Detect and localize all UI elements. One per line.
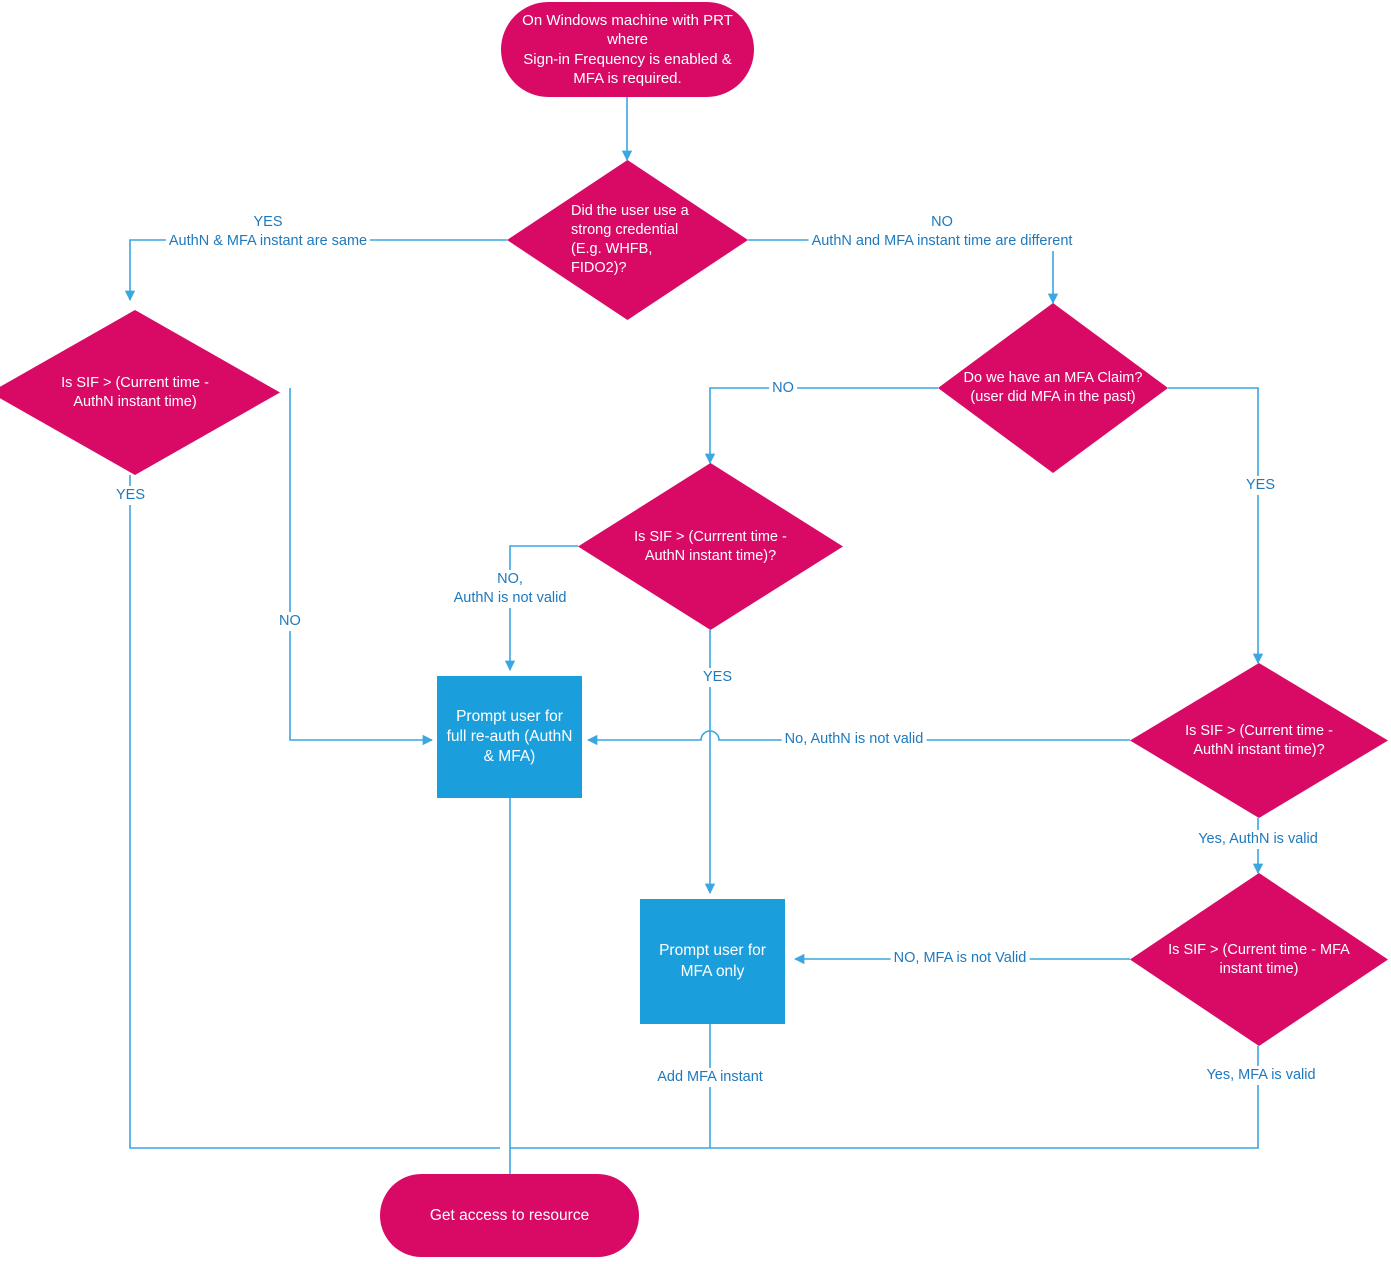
edge-mfa-claim-no-to-middle-sif	[704, 387, 938, 465]
label-right-yes-mfa-valid: Yes, MFA is valid	[1203, 1066, 1319, 1085]
edge-strong-yes-to-left-sif	[124, 239, 507, 302]
diamond-shape	[1130, 873, 1388, 1046]
node-prompt-mfa-only[interactable]: Prompt user for MFA only	[640, 899, 785, 1024]
label-right-no-mfa-not-valid: NO, MFA is not Valid	[890, 949, 1030, 968]
diamond-shape	[578, 463, 843, 630]
node-sif-authn-middle[interactable]: Is SIF > (Currrent time - AuthN instant …	[578, 463, 843, 630]
label-middle-yes: YES	[700, 668, 736, 687]
label-left-no: NO	[276, 612, 304, 631]
label-no-authn-mfa-different: NO AuthN and MFA instant time are differ…	[808, 213, 1076, 251]
node-start-label: On Windows machine with PRT where Sign-i…	[522, 12, 733, 87]
diamond-shape	[0, 310, 280, 475]
diamond-shape	[938, 303, 1168, 473]
label-middle-no-authn-not-valid: NO, AuthN is not valid	[450, 570, 570, 608]
node-end-label: Get access to resource	[429, 1206, 590, 1224]
label-left-yes: YES	[113, 486, 149, 505]
edge-left-sif-yes-to-end	[129, 475, 500, 1149]
diamond-shape	[507, 160, 748, 320]
label-claim-yes: YES	[1243, 476, 1279, 495]
label-add-mfa-instant: Add MFA instant	[654, 1068, 766, 1087]
node-mfa-claim[interactable]: Do we have an MFA Claim? (user did MFA i…	[938, 303, 1168, 473]
node-sif-mfa-right[interactable]: Is SIF > (Current time - MFA instant tim…	[1130, 873, 1388, 1046]
node-prompt-full-reauth-label: Prompt user for full re-auth (AuthN & MF…	[446, 707, 573, 766]
node-sif-authn-left[interactable]: Is SIF > (Current time - AuthN instant t…	[0, 310, 280, 475]
node-prompt-full-reauth[interactable]: Prompt user for full re-auth (AuthN & MF…	[437, 676, 582, 798]
label-yes-authn-mfa-same: YES AuthN & MFA instant are same	[165, 213, 371, 251]
label-right-yes-authn-valid: Yes, AuthN is valid	[1195, 830, 1321, 849]
node-strong-credential[interactable]: Did the user use a strong credential (E.…	[507, 160, 748, 320]
node-start[interactable]: On Windows machine with PRT where Sign-i…	[501, 2, 754, 97]
node-prompt-mfa-only-label: Prompt user for MFA only	[659, 942, 766, 980]
edge-right-sif-authn-no-to-full-reauth	[586, 730, 1130, 746]
edge-middle-sif-no-to-full-reauth	[504, 545, 578, 672]
node-end[interactable]: Get access to resource	[380, 1174, 639, 1257]
edge-mfa-claim-yes-to-right-sif-authn	[1168, 387, 1264, 665]
node-sif-authn-right[interactable]: Is SIF > (Current time - AuthN instant t…	[1130, 663, 1388, 818]
diamond-shape	[1130, 663, 1388, 818]
edge-left-sif-no-to-full-reauth	[289, 388, 434, 746]
label-right-no-authn-not-valid: No, AuthN is not valid	[781, 730, 927, 749]
label-claim-no: NO	[769, 379, 797, 398]
edge-sif-mfa-yes-to-end	[510, 1046, 1259, 1149]
